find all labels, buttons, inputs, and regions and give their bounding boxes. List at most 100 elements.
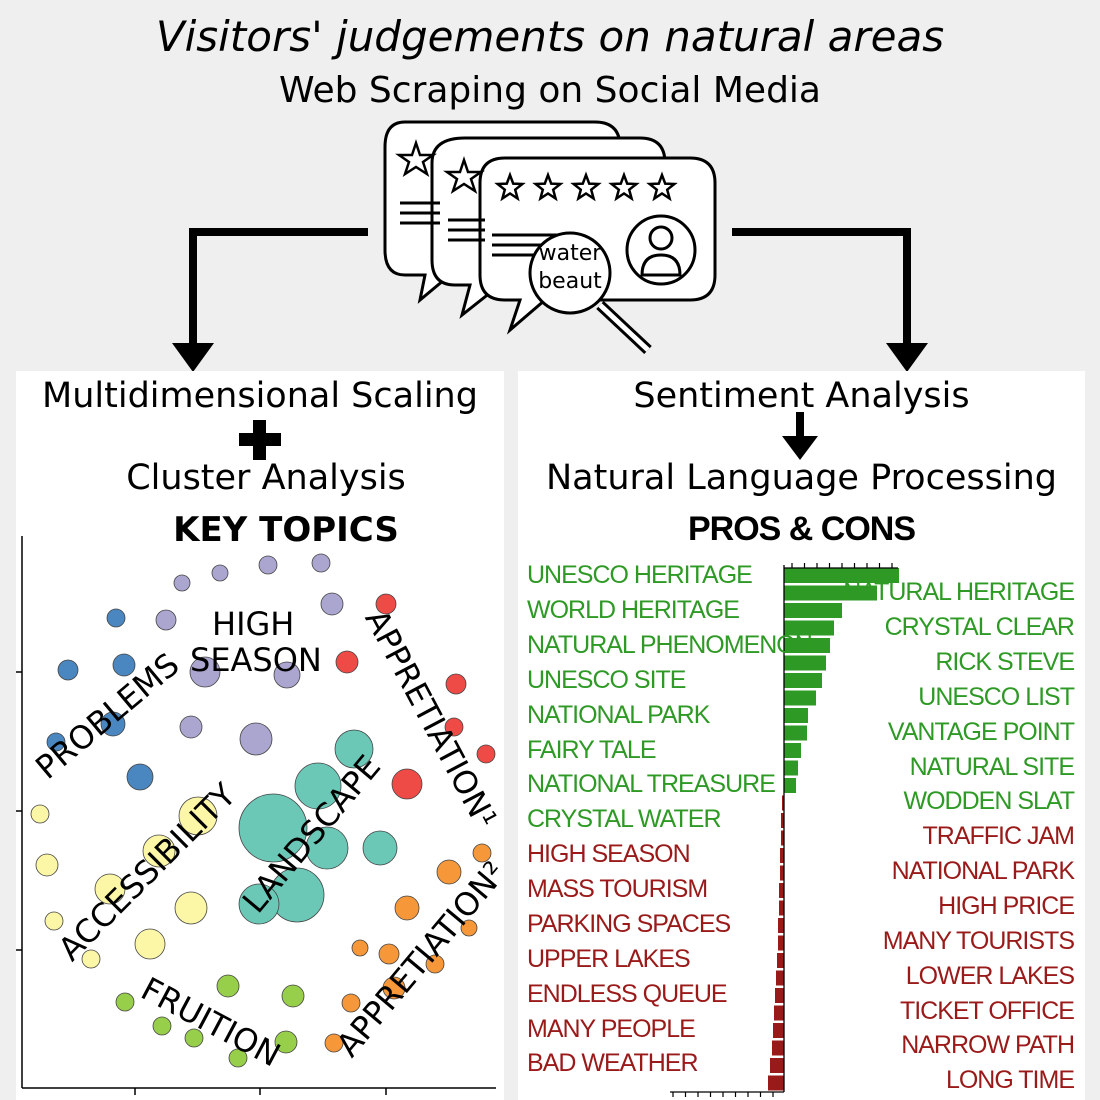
negative-term: UPPER LAKES: [527, 944, 691, 973]
positive-bar: [784, 568, 899, 583]
bubble-accessibility: [134, 928, 166, 960]
bubble-accessibility: [81, 949, 101, 969]
negative-term: BAD WEATHER: [527, 1049, 698, 1078]
pros-cons-heading: PROS & CONS: [687, 510, 916, 548]
positive-term: NATURAL SITE: [909, 752, 1075, 781]
cluster-label-season: SEASON: [190, 641, 322, 679]
bubble-landscape: [238, 883, 280, 925]
bubble-landscape: [305, 826, 349, 870]
bubble-appretiation1: [444, 717, 464, 737]
bubble-accessibility: [35, 853, 59, 877]
pros-cons-chart: [670, 563, 899, 1097]
bubble-accessibility: [44, 911, 64, 931]
nlp-title: Natural Language Processing: [546, 458, 1057, 498]
bubble-problems: [46, 732, 66, 752]
positive-bar: [784, 690, 816, 706]
star-icon: [608, 171, 640, 202]
negative-bar: [779, 900, 784, 916]
positive-bar: [784, 708, 808, 723]
negative-term: TRAFFIC JAM: [922, 822, 1075, 850]
split-arrows: [172, 228, 928, 372]
mds-title: Multidimensional Scaling: [42, 376, 478, 416]
negative-term: NARROW PATH: [901, 1031, 1075, 1060]
bubble-appretiation2: [378, 943, 400, 965]
bubble-landscape: [238, 793, 308, 863]
negative-bar: [778, 918, 784, 933]
user-avatar-icon: [625, 214, 697, 286]
negative-bar: [781, 813, 784, 828]
bubble-fruition: [184, 1028, 204, 1048]
bubble-fruition: [281, 984, 305, 1008]
star-icon: [570, 171, 602, 202]
positive-bar: [784, 655, 826, 671]
bubble-appretiation1: [375, 593, 397, 615]
negative-bar: [775, 988, 784, 1003]
negative-bar: [778, 935, 784, 951]
main-title: Visitors' judgements on natural areas: [155, 12, 945, 61]
positive-term: VANTAGE POINT: [887, 717, 1075, 746]
bubble-landscape: [294, 762, 342, 810]
bubble-problems: [112, 653, 136, 677]
negative-bar: [770, 1058, 784, 1073]
magnifier-word-beaut: beaut: [538, 269, 602, 294]
bubble-high-season: [258, 555, 278, 575]
negative-bar: [774, 1005, 784, 1021]
bubble-problems: [57, 659, 79, 681]
bubble-fruition: [228, 1048, 248, 1068]
bubble-accessibility: [178, 796, 218, 836]
subtitle: Web Scraping on Social Media: [279, 70, 821, 111]
star-icon: [494, 171, 526, 202]
negative-term: ENDLESS QUEUE: [527, 979, 728, 1008]
bubble-fruition: [115, 992, 135, 1012]
negative-bar: [777, 953, 784, 968]
positive-term: CRYSTAL CLEAR: [884, 612, 1075, 641]
bubble-fruition: [274, 1030, 298, 1054]
bubble-appretiation1: [445, 673, 467, 695]
negative-bar: [780, 865, 784, 881]
star-icon: [532, 171, 564, 202]
bubble-fruition: [152, 1016, 172, 1036]
negative-bar: [768, 1075, 784, 1091]
bubble-problems: [100, 711, 126, 737]
bubble-appretiation1: [335, 650, 359, 674]
bubble-landscape: [334, 729, 374, 769]
positive-bar: [784, 585, 877, 601]
bubble-landscape: [362, 830, 398, 866]
negative-term: LONG TIME: [945, 1066, 1075, 1095]
bubble-accessibility: [94, 873, 126, 905]
positive-term: WORLD HERITAGE: [527, 595, 740, 624]
positive-term: UNESCO SITE: [527, 665, 686, 694]
cluster-label-high: HIGH: [212, 605, 295, 643]
bubble-high-season: [273, 661, 301, 689]
bubble-appretiation2: [472, 843, 492, 863]
positive-term: NATURAL HERITAGE: [843, 578, 1075, 606]
bubble-problems: [126, 763, 154, 791]
positive-term: NATIONAL PARK: [527, 700, 710, 729]
bubble-high-season: [239, 722, 273, 756]
bubble-high-season: [311, 553, 331, 573]
negative-term: TICKET OFFICE: [899, 996, 1075, 1025]
positive-term: WODDEN SLAT: [903, 787, 1075, 816]
bubble-high-season: [155, 609, 177, 631]
bubble-appretiation2: [436, 859, 462, 885]
positive-term: RICK STEVE: [935, 647, 1075, 676]
bubble-high-season: [211, 564, 229, 582]
positive-term: NATIONAL TREASURE: [527, 770, 776, 799]
negative-bar: [780, 848, 784, 863]
positive-bar: [784, 638, 830, 653]
bubble-accessibility: [30, 804, 50, 824]
negative-bar: [773, 1023, 784, 1038]
negative-term: PARKING SPACES: [527, 909, 731, 938]
negative-term: HIGH PRICE: [938, 891, 1075, 920]
bubble-accessibility: [174, 891, 208, 925]
negative-bar: [782, 795, 784, 811]
cluster-analysis-title: Cluster Analysis: [126, 458, 406, 498]
bubble-appretiation2: [324, 1033, 344, 1053]
key-topics-heading: KEY TOPICS: [173, 510, 399, 550]
positive-term: NATURAL PHENOMENON: [527, 630, 813, 659]
positive-bar: [784, 620, 834, 636]
bubble-accessibility: [142, 834, 176, 868]
bubble-appretiation2: [394, 895, 420, 921]
positive-bar: [784, 743, 801, 758]
positive-bar: [784, 760, 798, 776]
